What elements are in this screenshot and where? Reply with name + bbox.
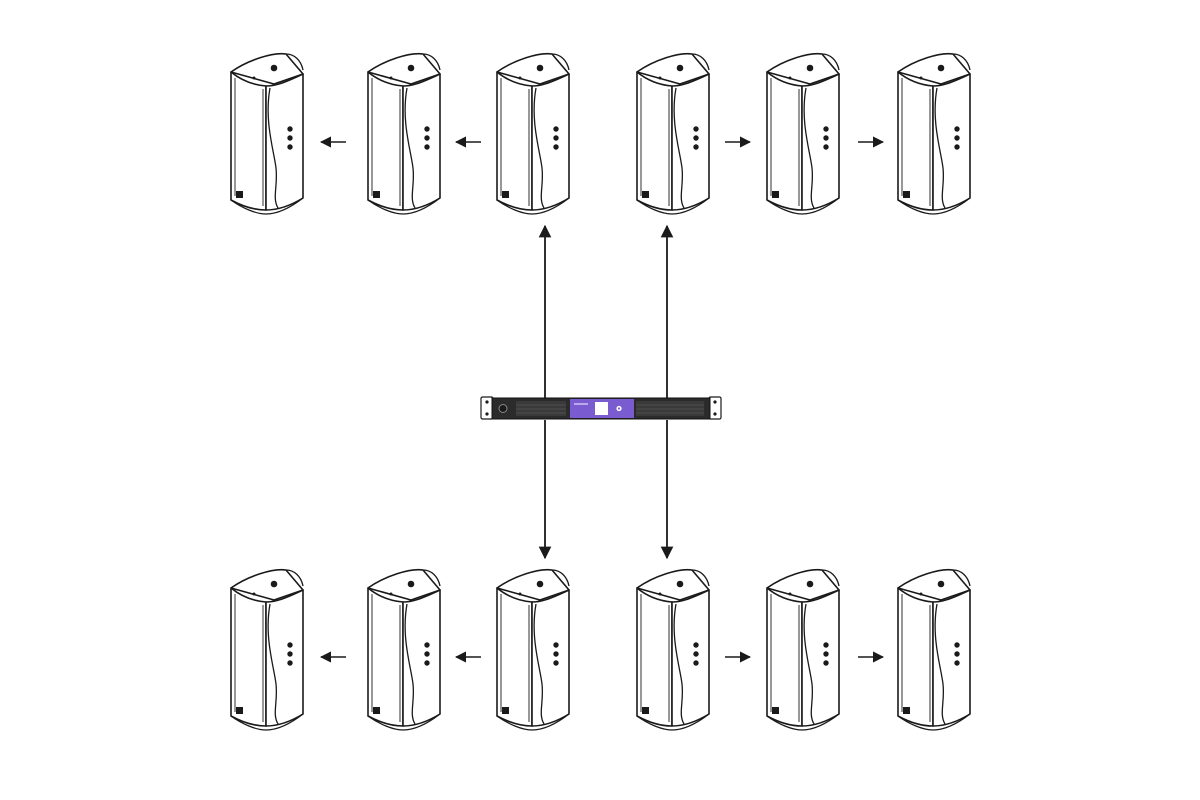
speaker-bottom-1 <box>230 568 304 731</box>
speaker-bottom-2 <box>367 568 441 731</box>
speaker-bottom-4 <box>636 568 710 731</box>
speaker-top-2 <box>367 52 441 215</box>
speaker-top-3 <box>496 52 570 215</box>
speaker-top-6 <box>897 52 971 215</box>
rack-amplifier-icon <box>480 396 722 420</box>
speaker-top-5 <box>766 52 840 215</box>
speaker-bottom-3 <box>496 568 570 731</box>
speaker-bottom-5 <box>766 568 840 731</box>
speaker-bottom-6 <box>897 568 971 731</box>
speaker-top-4 <box>636 52 710 215</box>
speaker-top-1 <box>230 52 304 215</box>
